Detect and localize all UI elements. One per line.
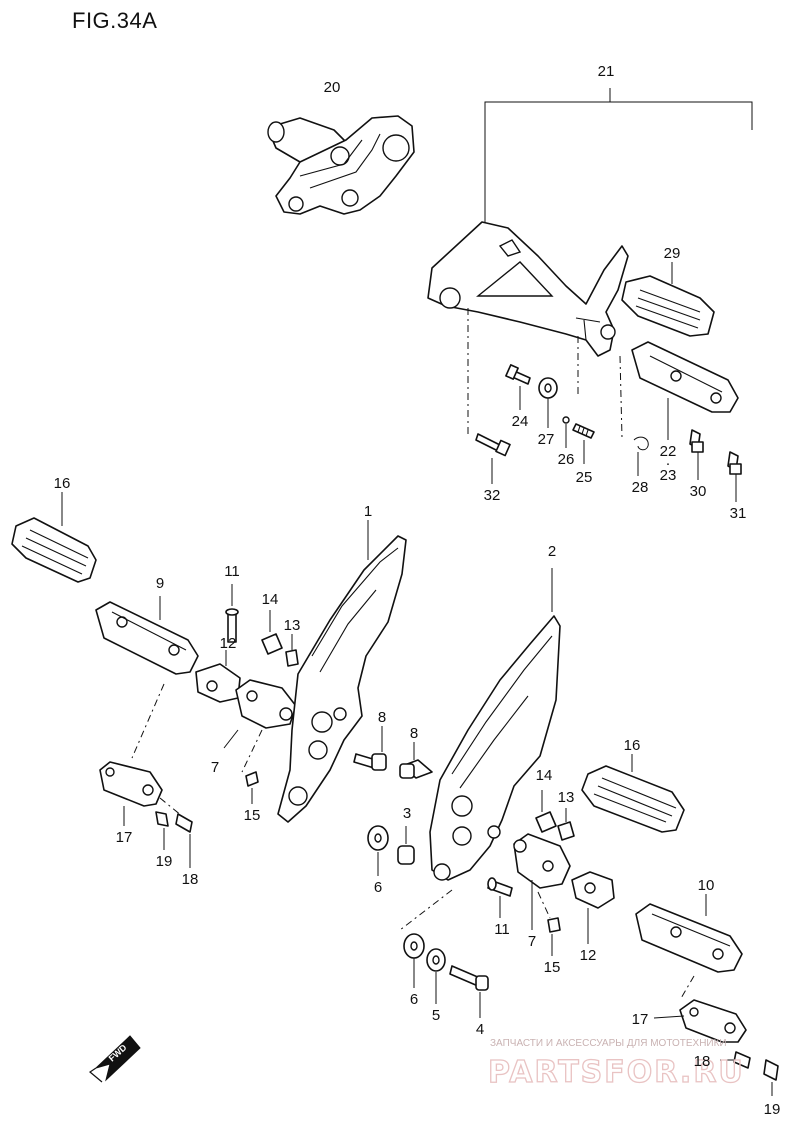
callout-label: 6 [374, 879, 382, 896]
right-fasteners [403, 933, 489, 1018]
part-10-right-peg [635, 894, 743, 1001]
callout-label: 20 [324, 79, 341, 96]
callout-label: 29 [664, 245, 681, 262]
callout-label: 11 [224, 563, 240, 580]
callout-label: 16 [54, 475, 71, 492]
figure-title: FIG.34A [72, 8, 158, 33]
callout-label: 10 [698, 877, 715, 894]
callout-label: 3 [403, 805, 411, 822]
callout-label: 22 [660, 443, 677, 460]
part-21-rear-bracket [427, 221, 629, 439]
callout-label: 7 [211, 759, 219, 776]
callout-label: 18 [694, 1053, 711, 1070]
part-29-rear-rubber [621, 262, 715, 337]
callout-label: 1 [364, 503, 372, 520]
callout-label: 23 [660, 467, 677, 484]
callout-label: 21 [598, 63, 615, 80]
callout-label: 27 [538, 431, 555, 448]
callout-label: 24 [512, 413, 529, 430]
part-22-rear-peg [631, 341, 739, 440]
part-16-left-rubber [11, 492, 97, 583]
callout-label: 18 [182, 871, 199, 888]
part-1-left-bracket [277, 520, 407, 823]
part-16-right-rubber [581, 754, 685, 833]
right-pivot-parts [487, 790, 615, 956]
callout-label: 8 [378, 709, 386, 726]
watermark: ЗАПЧАСТИ И АКСЕССУАРЫ ДЛЯ МОТОТЕХНИКИ PA… [487, 1038, 745, 1091]
callout-label: 19 [156, 853, 173, 870]
callout-label: 30 [690, 483, 707, 500]
part-20-bracket [267, 115, 415, 215]
part-21-group-bracket [484, 88, 753, 230]
part-2-right-bracket [399, 568, 561, 931]
callout-label: 17 [116, 829, 133, 846]
callout-label: 11 [494, 921, 510, 938]
callout-label: 17 [632, 1011, 649, 1028]
callout-label: 14 [262, 591, 279, 608]
callout-label: 19 [764, 1101, 781, 1118]
callout-label: 13 [284, 617, 301, 634]
callout-label: 2 [548, 543, 556, 560]
callout-dot: · [666, 455, 671, 472]
callout-label: 14 [536, 767, 553, 784]
callout-label: 7 [528, 933, 536, 950]
watermark-brand: PARTSFOR.RU [488, 1055, 745, 1090]
callout-label: 15 [544, 959, 561, 976]
callout-label: 28 [632, 479, 649, 496]
callout-label: 13 [558, 789, 575, 806]
part-9-left-peg [95, 596, 199, 759]
part-17-left-bracket [99, 761, 193, 868]
callout-label: 25 [576, 469, 593, 486]
callout-label: 12 [220, 635, 237, 652]
callout-label: 4 [476, 1021, 484, 1038]
fwd-arrow-icon: FWD [88, 1035, 141, 1083]
callout-labels: 1 2 3 4 5 6 6 7 7 8 8 9 10 11 11 12 12 1… [54, 63, 781, 1118]
callout-label: 26 [558, 451, 575, 468]
callout-label: 32 [484, 487, 501, 504]
callout-label: 8 [410, 725, 418, 742]
rear-hardware [475, 364, 742, 502]
callout-label: 15 [244, 807, 261, 824]
callout-label: 6 [410, 991, 418, 1008]
watermark-caption: ЗАПЧАСТИ И АКСЕССУАРЫ ДЛЯ МОТОТЕХНИКИ [490, 1038, 727, 1049]
left-fasteners [353, 726, 433, 876]
callout-label: 16 [624, 737, 641, 754]
callout-label: 5 [432, 1007, 440, 1024]
callout-label: 31 [730, 505, 747, 522]
callout-label: 9 [156, 575, 164, 592]
part-17-right-bracket [653, 999, 779, 1096]
callout-label: 12 [580, 947, 597, 964]
left-pivot-parts [195, 584, 299, 804]
